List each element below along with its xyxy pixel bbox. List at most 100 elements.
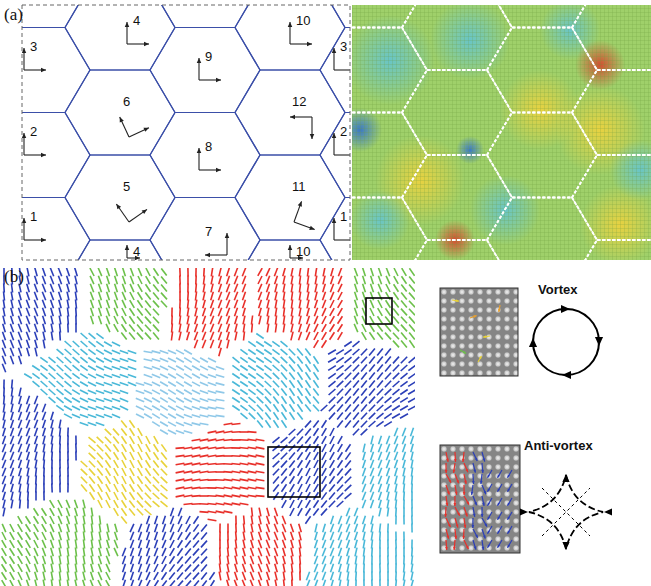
polarization-vector bbox=[106, 556, 109, 564]
polarization-vector bbox=[200, 415, 209, 417]
polarization-vector bbox=[99, 516, 100, 525]
grain-boundary bbox=[487, 5, 597, 28]
polarization-vector bbox=[64, 414, 72, 418]
polarization-vector bbox=[187, 316, 189, 325]
polarization-vector bbox=[386, 436, 389, 444]
polarization-vector bbox=[409, 293, 415, 300]
polarization-vector bbox=[273, 469, 279, 476]
polarization-vector bbox=[106, 308, 109, 316]
polarization-vector bbox=[232, 447, 241, 449]
polarization-vector bbox=[282, 492, 287, 500]
polarization-vector bbox=[88, 366, 96, 371]
polarization-vector bbox=[306, 580, 309, 586]
polarization-vector bbox=[336, 357, 343, 362]
polarization-vector bbox=[256, 342, 264, 347]
polarization-vector bbox=[273, 396, 278, 403]
atom-dot bbox=[458, 288, 465, 295]
polarization-vector bbox=[248, 487, 257, 489]
polarization-vector bbox=[3, 436, 6, 445]
polarization-vector bbox=[256, 334, 263, 339]
polarization-vector bbox=[170, 540, 174, 548]
polarization-vector bbox=[322, 468, 326, 476]
polarization-vector bbox=[208, 415, 217, 416]
polarization-vector bbox=[322, 428, 327, 436]
polarization-vector bbox=[323, 524, 326, 533]
polarization-vector bbox=[2, 476, 5, 484]
polarization-vector bbox=[297, 412, 302, 419]
polarization-vector bbox=[194, 332, 197, 340]
polarization-vector bbox=[75, 444, 77, 453]
polarization-vector bbox=[387, 524, 389, 533]
polarization-vector bbox=[291, 572, 293, 581]
grain-boundary bbox=[352, 5, 427, 28]
polarization-vector bbox=[209, 572, 214, 579]
arrow-head bbox=[288, 22, 293, 27]
polarization-vector bbox=[35, 484, 37, 493]
polarization-vector bbox=[354, 268, 357, 276]
polarization-vector bbox=[256, 487, 265, 488]
polarization-vector bbox=[345, 381, 351, 388]
polarization-vector bbox=[251, 324, 253, 333]
polarization-vector bbox=[377, 373, 383, 380]
polarization-vector bbox=[81, 477, 87, 484]
polarization-vector bbox=[114, 500, 118, 508]
polarization-vector bbox=[371, 444, 374, 453]
polarization-vector bbox=[27, 492, 29, 501]
polarization-vector bbox=[43, 324, 45, 333]
polarization-vector bbox=[289, 380, 294, 387]
polarization-vector bbox=[208, 495, 217, 497]
polarization-vector bbox=[322, 540, 325, 548]
polarization-vector bbox=[169, 564, 174, 571]
polarization-vector bbox=[234, 580, 237, 586]
polarization-vector bbox=[226, 300, 229, 308]
polarization-vector bbox=[72, 414, 80, 418]
polarization-vector bbox=[43, 444, 45, 453]
arrow-head bbox=[288, 245, 293, 250]
polarization-vector bbox=[243, 540, 245, 549]
polarization-vector bbox=[161, 477, 168, 483]
polarization-vector bbox=[114, 468, 118, 476]
polarization-vector bbox=[72, 390, 80, 395]
polarization-vector bbox=[130, 276, 133, 284]
polarization-vector bbox=[371, 580, 373, 586]
atom-dot bbox=[458, 306, 465, 313]
polarization-vector bbox=[323, 268, 325, 276]
polarization-vector bbox=[265, 397, 271, 404]
polarization-vector bbox=[210, 316, 213, 324]
polarization-vector bbox=[153, 485, 159, 491]
polarization-vector bbox=[153, 493, 160, 499]
polarization-vector bbox=[184, 447, 193, 448]
polarization-vector bbox=[298, 500, 302, 508]
polarization-vector bbox=[281, 373, 287, 380]
polarization-vector bbox=[227, 580, 230, 586]
polarization-vector bbox=[337, 397, 343, 404]
polarization-vector bbox=[361, 429, 368, 435]
polarization-vector bbox=[162, 540, 166, 548]
polarization-vector bbox=[35, 564, 38, 572]
polarization-vector bbox=[306, 492, 310, 500]
polarization-vector bbox=[91, 316, 94, 325]
polarization-vector bbox=[67, 292, 69, 301]
polarization-vector bbox=[52, 444, 53, 453]
polarization-vector bbox=[51, 540, 54, 549]
polarization-vector bbox=[179, 324, 181, 333]
polarization-vector bbox=[65, 365, 72, 371]
polarization-vector bbox=[354, 324, 358, 332]
polarization-vector bbox=[2, 348, 5, 356]
polarization-vector bbox=[49, 373, 56, 379]
polarization-vector bbox=[89, 484, 94, 491]
polarization-vector bbox=[203, 276, 204, 285]
polarization-vector bbox=[219, 284, 222, 293]
polarization-vector bbox=[369, 381, 375, 388]
polarization-vector bbox=[72, 406, 80, 410]
polarization-vector bbox=[216, 447, 225, 448]
polarization-vector bbox=[291, 332, 293, 341]
polarization-vector bbox=[218, 308, 221, 316]
polarization-vector bbox=[10, 324, 13, 332]
polarization-vector bbox=[155, 540, 158, 548]
polarization-vector bbox=[409, 285, 415, 292]
polarization-vector bbox=[43, 484, 45, 493]
polarization-vector bbox=[114, 492, 118, 500]
polarization-vector bbox=[362, 308, 365, 316]
polarization-vector bbox=[144, 367, 153, 369]
